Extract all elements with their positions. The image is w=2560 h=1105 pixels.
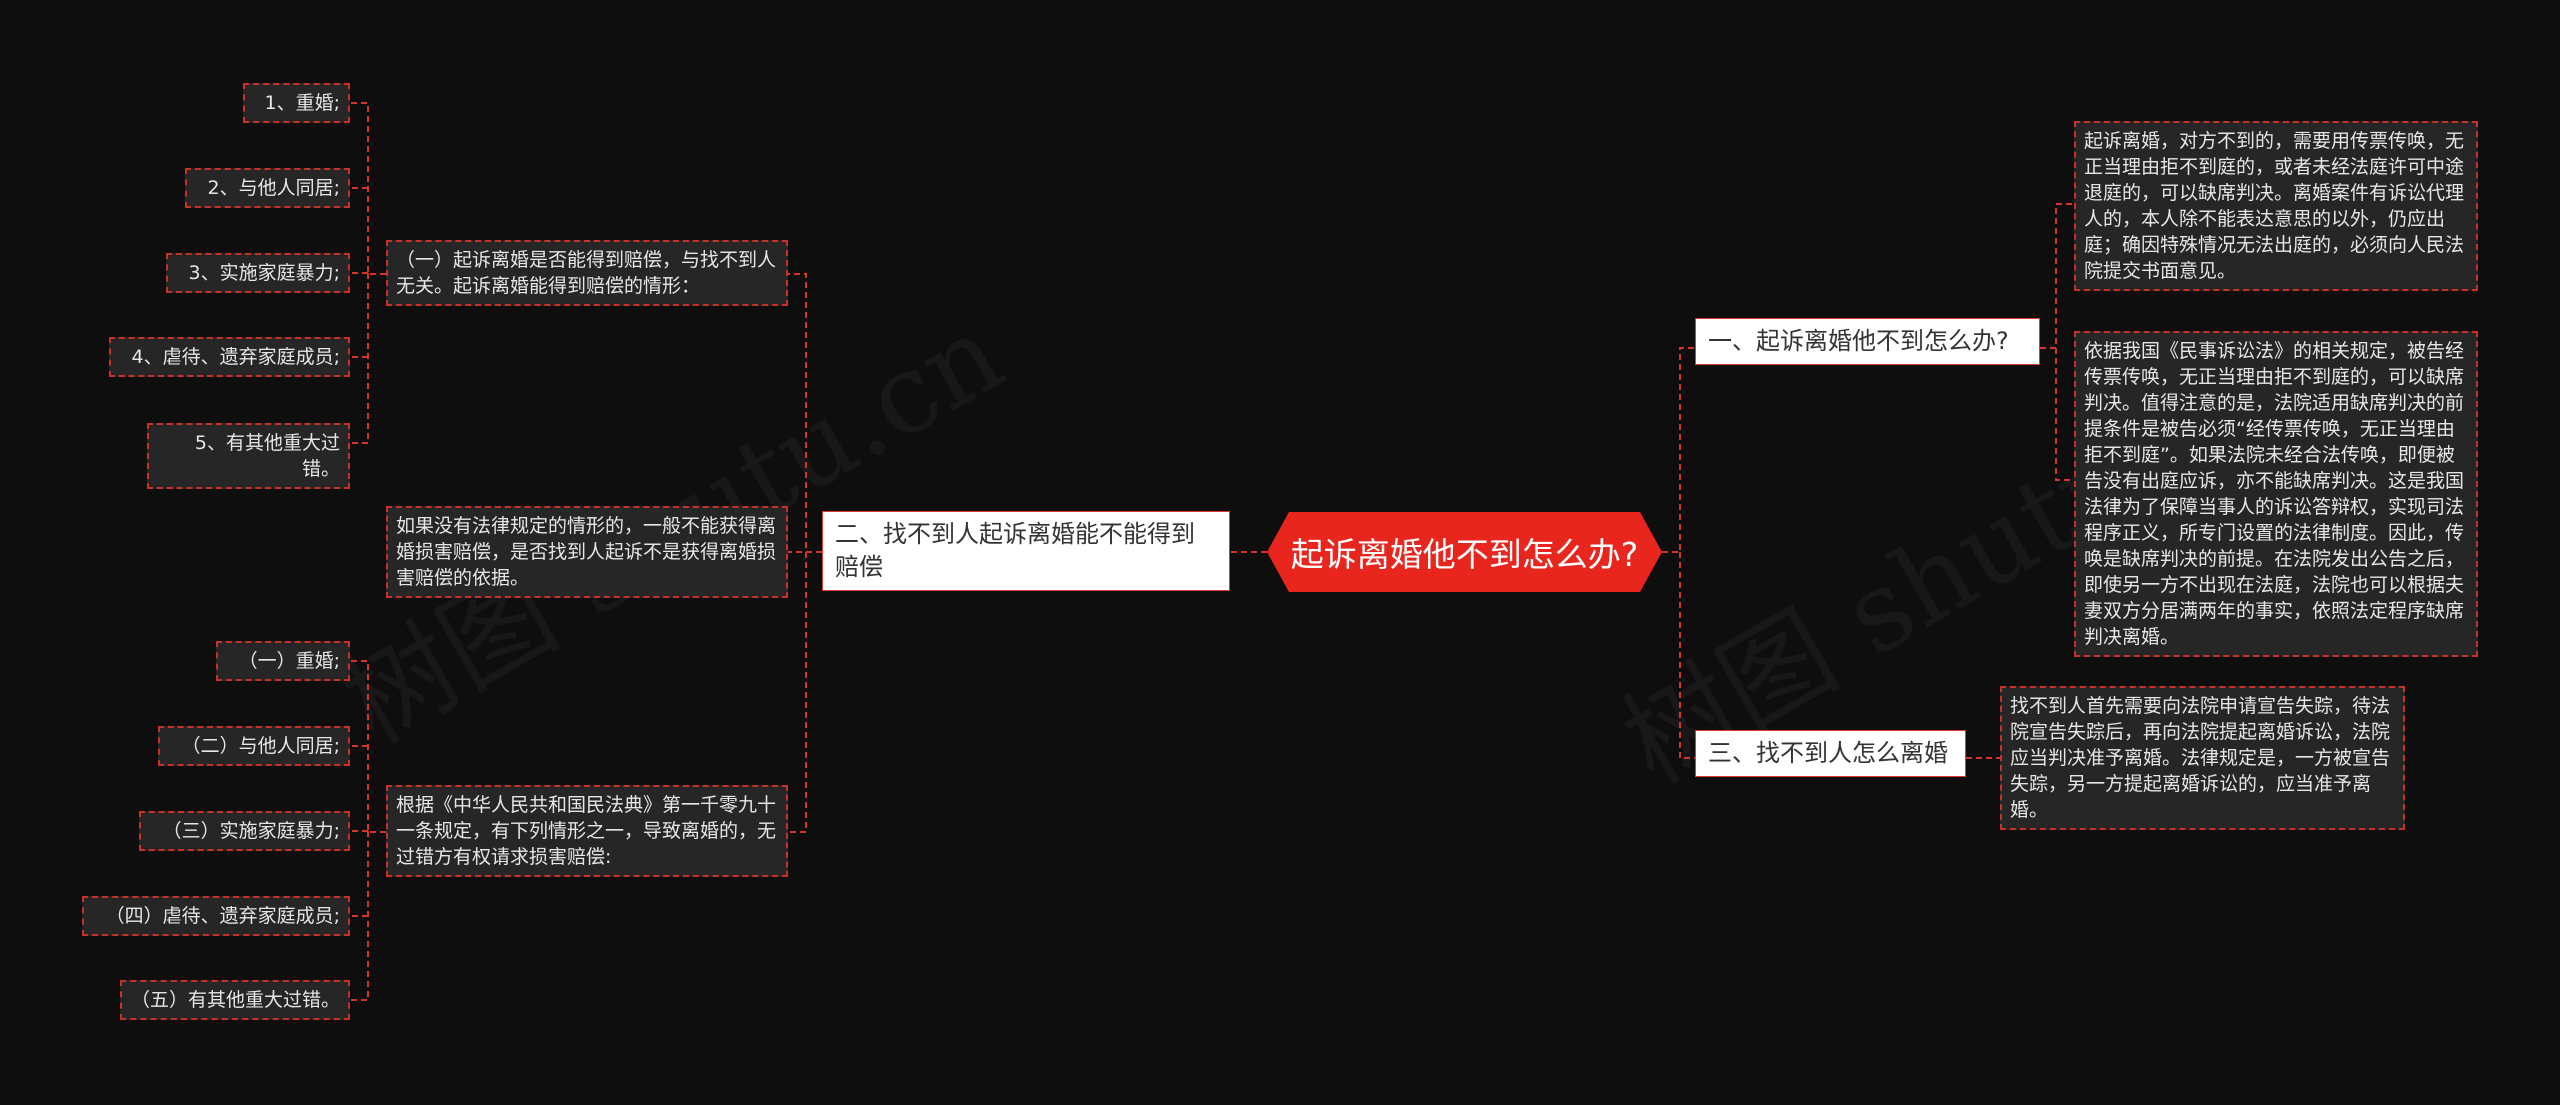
- sub-1-item[interactable]: 1、重婚;: [243, 83, 350, 123]
- branch-3-topic[interactable]: 三、找不到人怎么离婚: [1695, 730, 1966, 777]
- link-central-b3: [1679, 552, 1695, 759]
- branch-3-note-1[interactable]: 找不到人首先需要向法院申请宣告失踪，待法院宣告失踪后，再向法院提起离婚诉讼，法院…: [2000, 686, 2405, 830]
- sub-1-item[interactable]: 5、有其他重大过错。: [147, 423, 350, 489]
- link-b2-s1: [788, 273, 822, 553]
- branch-1-note-2[interactable]: 依据我国《民事诉讼法》的相关规定，被告经传票传唤，无正当理由拒不到庭的，可以缺席…: [2074, 331, 2478, 657]
- link-s1-items: [350, 102, 386, 444]
- link-b1-c1: [2040, 203, 2074, 349]
- link-b2-s3: [788, 552, 807, 833]
- link-b1-c2: [2055, 348, 2074, 481]
- branch-1-note-1[interactable]: 起诉离婚，对方不到的，需要用传票传唤，无正当理由拒不到庭的，或者未经法庭许可中途…: [2074, 121, 2478, 291]
- sub-3-item[interactable]: （二）与他人同居;: [158, 726, 350, 766]
- sub-3-item[interactable]: （三）实施家庭暴力;: [139, 811, 350, 851]
- link-central-b1: [1662, 347, 1695, 553]
- sub-3-item[interactable]: （一）重婚;: [216, 641, 350, 681]
- branch-2-topic[interactable]: 二、找不到人起诉离婚能不能得到赔偿: [822, 511, 1230, 591]
- sub-1-item[interactable]: 2、与他人同居;: [185, 168, 350, 208]
- branch-2-sub-2[interactable]: 如果没有法律规定的情形的，一般不能获得离婚损害赔偿，是否找到人起诉不是获得离婚损…: [386, 506, 788, 598]
- branch-2-sub-1[interactable]: （一）起诉离婚是否能得到赔偿，与找不到人无关。起诉离婚能得到赔偿的情形：: [386, 240, 788, 306]
- sub-3-item[interactable]: （五）有其他重大过错。: [120, 980, 350, 1020]
- sub-1-item[interactable]: 4、虐待、遗弃家庭成员;: [109, 337, 350, 377]
- link-s3-items: [350, 660, 386, 1001]
- branch-1-topic[interactable]: 一、起诉离婚他不到怎么办?: [1695, 318, 2040, 365]
- sub-1-item[interactable]: 3、实施家庭暴力;: [166, 253, 350, 293]
- central-topic[interactable]: 起诉离婚他不到怎么办?: [1267, 512, 1662, 592]
- branch-2-sub-3[interactable]: 根据《中华人民共和国民法典》第一千零九十一条规定，有下列情形之一，导致离婚的，无…: [386, 785, 788, 877]
- sub-3-item[interactable]: （四）虐待、遗弃家庭成员;: [82, 896, 350, 936]
